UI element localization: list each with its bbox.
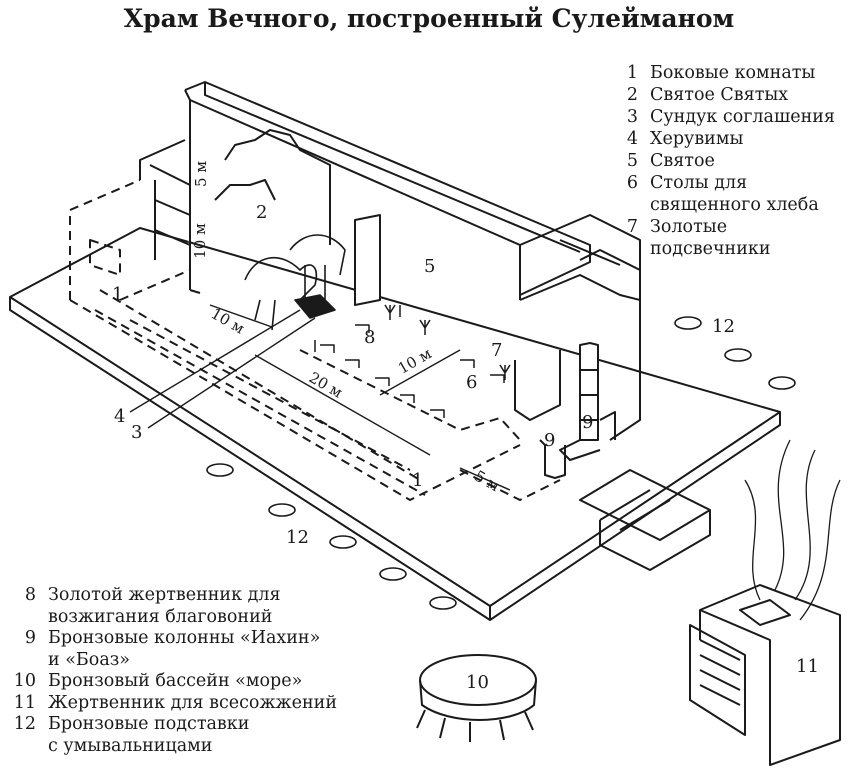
legend-item: 3 Сундук соглашения bbox=[618, 106, 835, 128]
legend-item: 9 Бронзовые колонны «Иахин» bbox=[6, 628, 337, 650]
legend-item: 10 Бронзовый бассейн «море» bbox=[6, 671, 337, 693]
legend-number bbox=[6, 607, 48, 629]
legend-number: 7 bbox=[626, 217, 638, 237]
label-5: 5 bbox=[424, 256, 436, 277]
label-4: 4 bbox=[114, 406, 126, 427]
legend-number bbox=[618, 194, 650, 216]
temple-building bbox=[139, 81, 641, 479]
legend-item: 12 Бронзовые подставки bbox=[6, 714, 337, 736]
legend-item: 11 Жертвенник для всесожжений bbox=[6, 693, 337, 715]
bronze-stands bbox=[206, 316, 796, 610]
legend-text: подсвечники bbox=[650, 239, 771, 259]
legend-text: возжигания благовоний bbox=[48, 606, 273, 627]
legend-item: 4 Херувимы bbox=[618, 128, 835, 150]
label-12a: 12 bbox=[712, 316, 735, 337]
legend-item: 7 Золотые bbox=[618, 216, 835, 238]
legend-number: 1 bbox=[626, 63, 638, 83]
burnt-offering-altar bbox=[689, 439, 841, 766]
dim-height-10m: 10 м bbox=[190, 223, 209, 259]
label-11: 11 bbox=[796, 656, 819, 677]
legend-text: Боковые комнаты bbox=[650, 63, 816, 83]
legend-number: 12 bbox=[13, 714, 36, 734]
legend-number: 4 bbox=[626, 129, 638, 149]
legend-item: 8 Золотой жертвенник для bbox=[6, 585, 337, 607]
legend-number: 9 bbox=[24, 628, 36, 648]
label-9a: 9 bbox=[544, 430, 556, 451]
leader-lines bbox=[129, 304, 511, 491]
legend-item: 6 Столы для bbox=[618, 172, 835, 194]
cherubim bbox=[244, 234, 346, 331]
legend-text: Золотые bbox=[650, 217, 728, 237]
label-7: 7 bbox=[491, 340, 503, 361]
tables-and-lampstands bbox=[314, 304, 511, 418]
legend-text: Святое bbox=[650, 151, 715, 171]
legend-text: священного хлеба bbox=[650, 195, 819, 215]
legend-text: с умывальницами bbox=[48, 735, 213, 756]
legend-number: 2 bbox=[626, 85, 638, 105]
legend-text: Святое Святых bbox=[650, 85, 789, 105]
legend-item: с умывальницами bbox=[6, 736, 337, 758]
label-8: 8 bbox=[364, 327, 376, 348]
legend-text: Бронзовые колонны «Иахин» bbox=[48, 628, 321, 648]
legend-number: 5 bbox=[626, 151, 638, 171]
legend-text: Бронзовые подставки bbox=[48, 714, 250, 734]
legend-item: 2 Святое Святых bbox=[618, 84, 835, 106]
label-12b: 12 bbox=[286, 527, 309, 548]
legend-number: 8 bbox=[24, 585, 36, 605]
legend-number: 3 bbox=[626, 107, 638, 127]
legend-text: Столы для bbox=[650, 173, 748, 193]
legend-number: 10 bbox=[13, 671, 36, 691]
legend-number bbox=[6, 650, 48, 672]
legend-text: Жертвенник для всесожжений bbox=[48, 692, 337, 713]
label-1b: 1 bbox=[412, 470, 424, 491]
legend-item: священного хлеба bbox=[618, 194, 835, 216]
bronze-sea bbox=[416, 654, 537, 742]
label-9b: 9 bbox=[582, 412, 594, 433]
label-6: 6 bbox=[466, 372, 478, 393]
dim-height-5m: 5 м bbox=[191, 161, 210, 187]
porch-steps bbox=[579, 469, 711, 571]
label-2: 2 bbox=[256, 202, 268, 223]
legend-text: Херувимы bbox=[650, 129, 744, 149]
legend-text: Сундук соглашения bbox=[650, 107, 835, 127]
label-1: 1 bbox=[112, 284, 124, 305]
label-10: 10 bbox=[466, 672, 489, 693]
label-3: 3 bbox=[131, 422, 143, 443]
legend-item: возжигания благовоний bbox=[6, 607, 337, 629]
legend-item: подсвечники bbox=[618, 238, 835, 260]
legend-text: Золотой жертвенник для bbox=[48, 585, 281, 605]
legend-item: 5 Святое bbox=[618, 150, 835, 172]
legend-number: 6 bbox=[626, 173, 638, 193]
side-rooms-outline bbox=[69, 179, 561, 501]
legend-right: 1 Боковые комнаты 2 Святое Святых 3 Сундук со… bbox=[618, 62, 835, 260]
legend-item: и «Боаз» bbox=[6, 650, 337, 672]
legend-text: Бронзовый бассейн «море» bbox=[48, 671, 303, 691]
legend-item: 1 Боковые комнаты bbox=[618, 62, 835, 84]
legend-number bbox=[618, 238, 650, 260]
page-title: Храм Вечного, построенный Сулейманом bbox=[123, 4, 735, 33]
legend-text: и «Боаз» bbox=[48, 649, 131, 670]
legend-number bbox=[6, 736, 48, 758]
legend-number: 11 bbox=[13, 692, 36, 713]
platform bbox=[9, 227, 781, 621]
